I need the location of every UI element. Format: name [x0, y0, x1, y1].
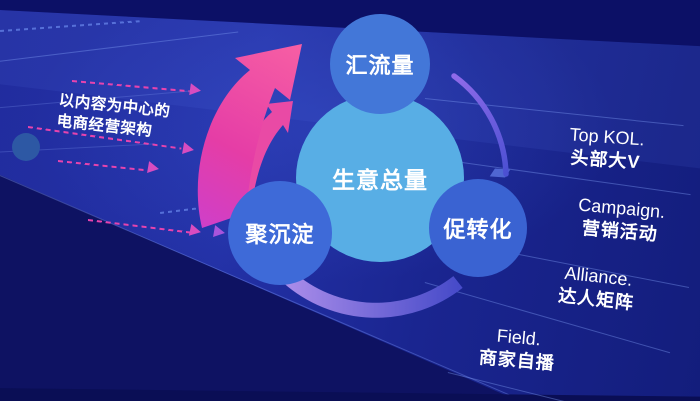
- decor-dot: [12, 133, 40, 161]
- side-label-field: Field. 商家自播: [464, 322, 572, 377]
- node-circle-traffic: 汇流量: [330, 14, 430, 114]
- growth-arrow-icon: [197, 44, 302, 228]
- hub-label: 生意总量: [332, 167, 428, 193]
- node-label-traffic: 汇流量: [345, 53, 415, 78]
- node-label-retention: 聚沉淀: [245, 222, 315, 247]
- node-circle-conversion: 促转化: [429, 179, 527, 277]
- orbit-arc-bottom: [283, 271, 463, 318]
- side-label-top-kol: Top KOL. 头部大V: [549, 122, 664, 176]
- node-circle-retention: 聚沉淀: [228, 181, 332, 285]
- growth-arrow-small-icon: [245, 101, 293, 196]
- orbit-arc-top-right: [451, 73, 509, 177]
- node-label-conversion: 促转化: [443, 217, 513, 242]
